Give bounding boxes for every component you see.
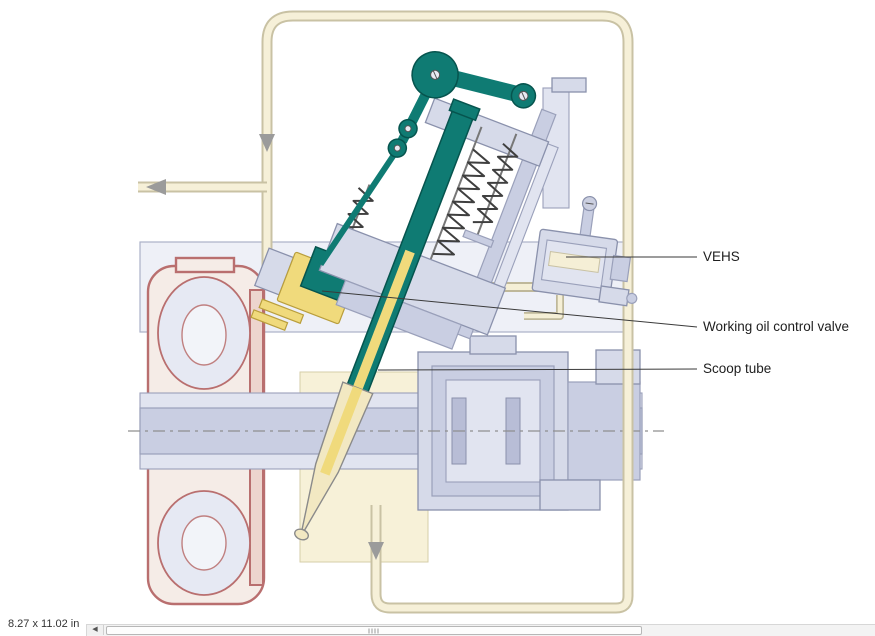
vehs-bracket bbox=[542, 77, 587, 209]
leader-lines bbox=[321, 256, 698, 371]
page-size-label: 8.27 x 11.02 in bbox=[8, 618, 80, 630]
gear-housing bbox=[417, 335, 641, 511]
leader-line-scoop-tube bbox=[377, 368, 698, 371]
horizontal-scrollbar[interactable]: ◀ bbox=[86, 624, 875, 636]
scoop-tip bbox=[294, 528, 309, 541]
scrollbar-track[interactable] bbox=[104, 625, 875, 636]
flow-arrow-bottom-icon bbox=[368, 542, 384, 560]
control-rod bbox=[318, 150, 399, 267]
leader-line-working-oil-control-valve bbox=[321, 290, 698, 328]
status-bar: 8.27 x 11.02 in ◀ bbox=[0, 616, 875, 636]
scroll-left-icon: ◀ bbox=[92, 626, 98, 633]
scoop-tube-oil-core bbox=[353, 249, 415, 390]
coil-spring bbox=[432, 148, 491, 256]
scoop-lever bbox=[387, 51, 537, 158]
screw-icon bbox=[393, 144, 401, 152]
coil-spring bbox=[472, 142, 519, 224]
scoop-tube-cap bbox=[448, 98, 481, 122]
screw-icon bbox=[404, 125, 412, 133]
flow-arrow-down-icon bbox=[259, 134, 275, 152]
fluid-coupling-diagram bbox=[128, 10, 698, 614]
scrollbar-thumb[interactable] bbox=[106, 626, 642, 635]
scoop-nozzle bbox=[299, 381, 374, 538]
scoop-tube-assembly bbox=[294, 51, 559, 541]
flow-arrow-left-icon bbox=[146, 179, 166, 195]
pipe-circuit bbox=[138, 10, 634, 614]
scroll-left-button[interactable]: ◀ bbox=[87, 625, 104, 635]
scrollbar-grip bbox=[368, 628, 380, 633]
scoop-nozzle-core bbox=[320, 386, 363, 476]
spring-seat bbox=[462, 229, 495, 249]
